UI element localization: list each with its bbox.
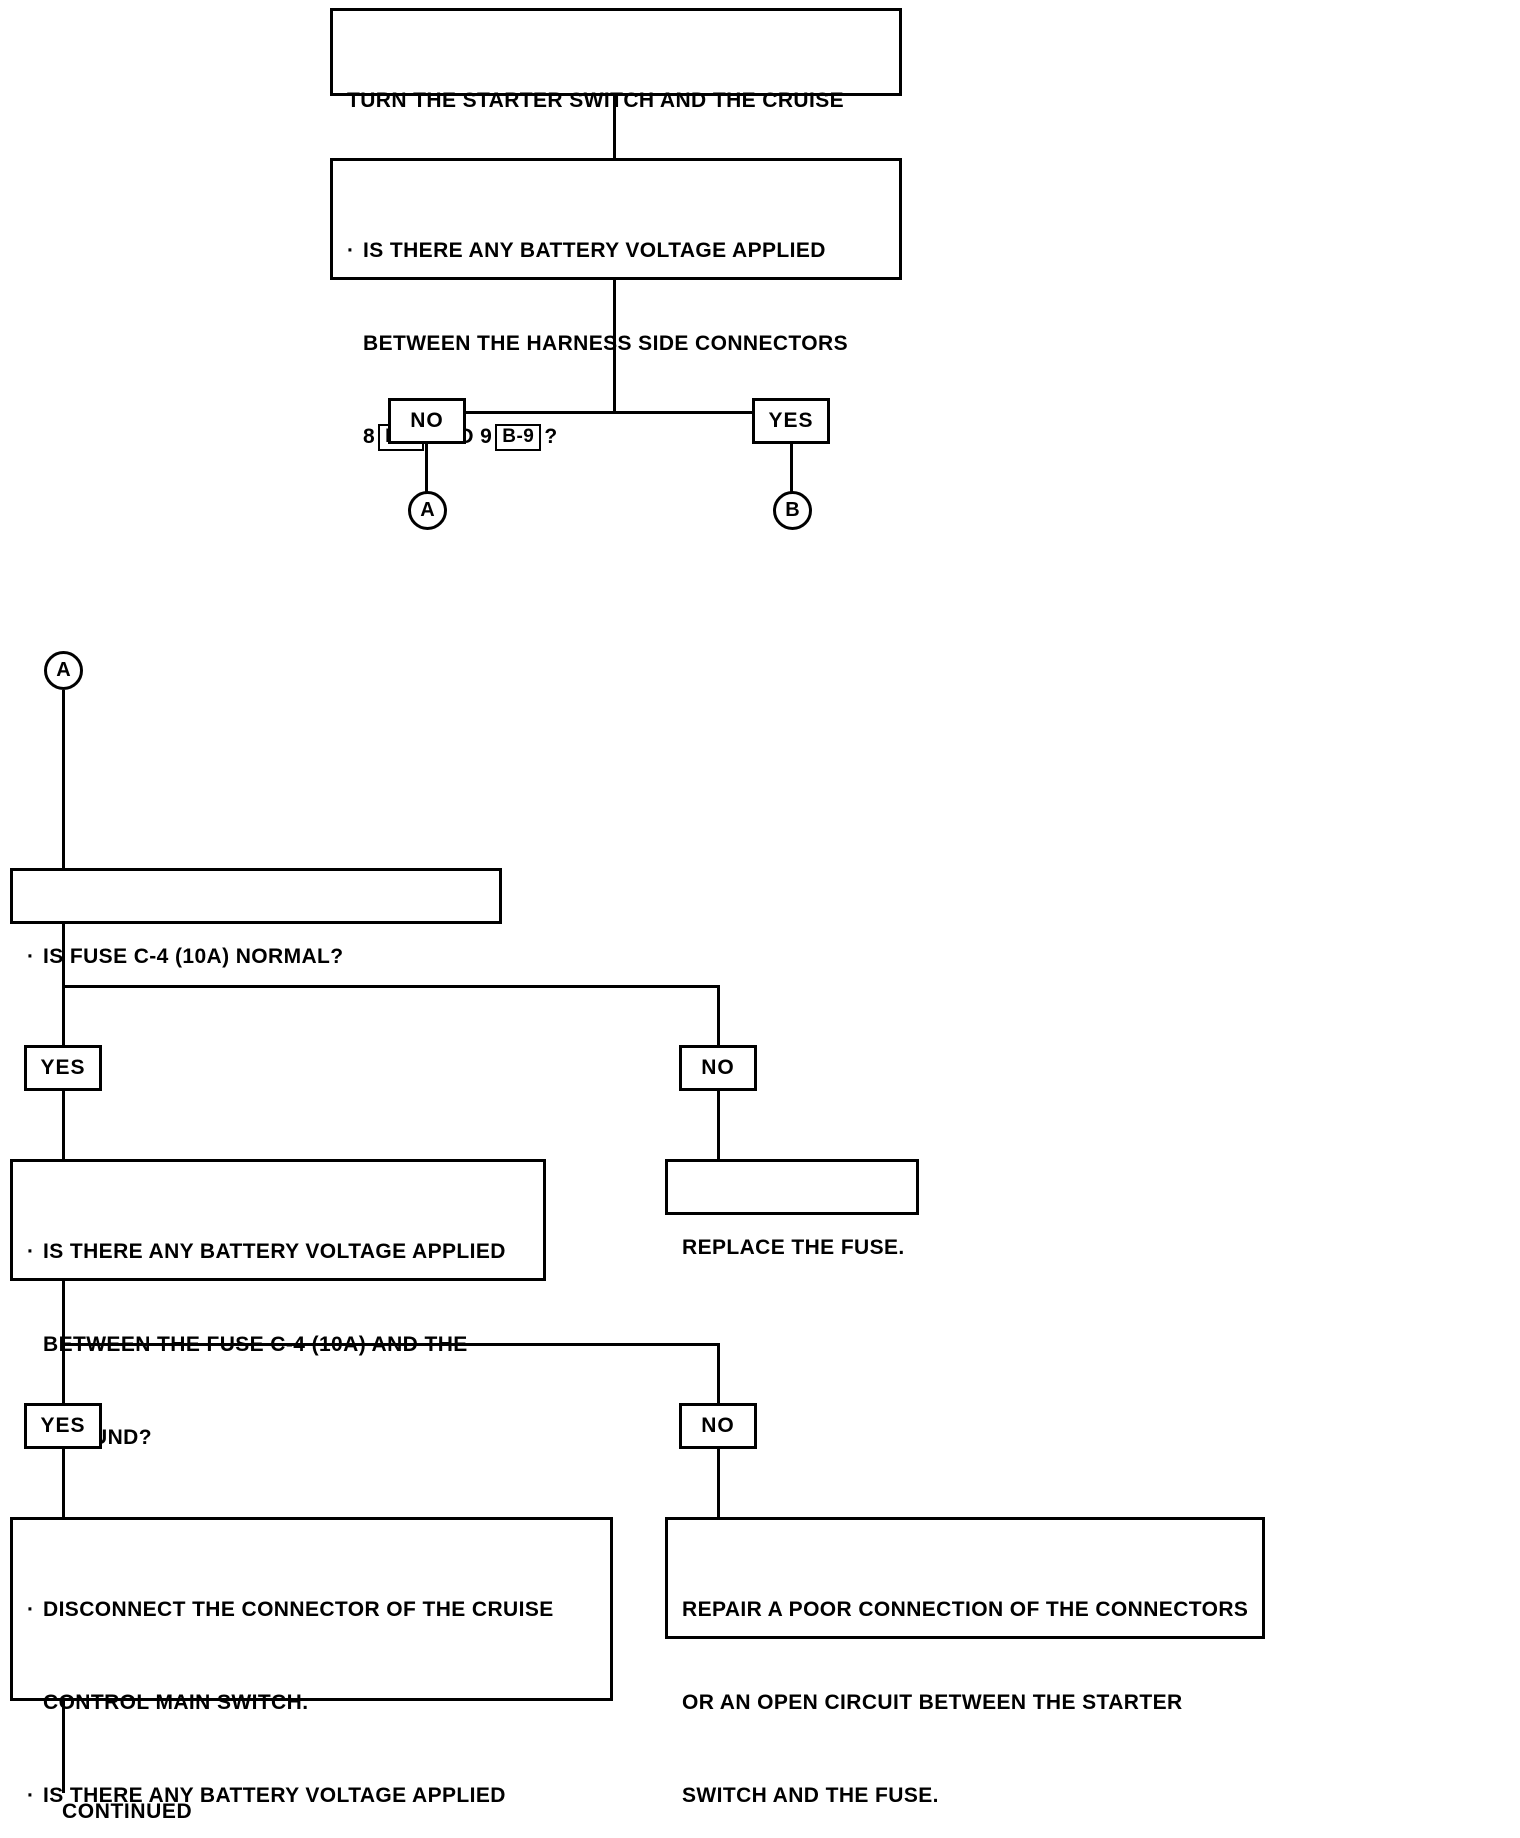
branch2-left-drop [62,1343,65,1403]
connector-step2-down [613,280,616,413]
action-repair-line3: SWITCH AND THE FUSE. [682,1784,939,1807]
step2-line2: BETWEEN THE HARNESS SIDE CONNECTORS [363,332,848,355]
action-repair-line2: OR AN OPEN CIRCUIT BETWEEN THE STARTER [682,1691,1183,1714]
bullet-glyph: · [347,239,355,262]
action-repair-connection-box: REPAIR A POOR CONNECTION OF THE CONNECTO… [665,1517,1265,1807]
connector-branch1-yes-down [62,1091,65,1159]
connector-yes-to-circle-b [790,444,793,492]
question-battery-voltage-harness-box: ·IS THERE ANY BATTERY VOLTAGE APPLIED BE… [330,158,902,451]
step2-line1: ·IS THERE ANY BATTERY VOLTAGE APPLIED [347,235,885,266]
bullet-glyph: · [27,1784,35,1807]
action-replace-fuse-box: REPLACE THE FUSE. [665,1159,919,1259]
continued-label: CONTINUED [62,1800,193,1823]
branch2-right-drop [717,1343,720,1403]
branch2-bar [62,1343,720,1346]
connector-circle-a-top[interactable]: A [408,491,447,530]
question-battery-voltage-fuse-box: ·IS THERE ANY BATTERY VOLTAGE APPLIED BE… [10,1159,546,1449]
branch1-label-no[interactable]: NO [679,1045,757,1091]
step5-line3: ·IS THERE ANY BATTERY VOLTAGE APPLIED [27,1780,596,1811]
step4-line1: ·IS THERE ANY BATTERY VOLTAGE APPLIED [27,1236,529,1267]
branch1-label-yes[interactable]: YES [24,1045,102,1091]
branch1-right-drop [717,985,720,1045]
branch-label-no[interactable]: NO [388,398,466,444]
connector-step5-to-continued [62,1701,65,1793]
bullet-glyph: · [27,1240,35,1263]
step-turn-switches-on-box: TURN THE STARTER SWITCH AND THE CRUISE C… [330,8,902,205]
branch1-bar [62,985,720,988]
bullet-glyph: · [27,945,35,968]
connector-circle-a-entry[interactable]: A [44,651,83,690]
bullet-glyph: · [27,1598,35,1621]
step5-line2: CONTROL MAIN SWITCH. [43,1691,309,1714]
branch2-label-no[interactable]: NO [679,1403,757,1449]
step3-line1: ·IS FUSE C-4 (10A) NORMAL? [27,941,485,972]
step1-line1: TURN THE STARTER SWITCH AND THE CRUISE [347,89,845,112]
connector-step4-down [62,1281,65,1345]
connector-circle-b-top[interactable]: B [773,491,812,530]
action-replace-fuse-text: REPLACE THE FUSE. [682,1236,905,1259]
connector-circle-a-to-fuse-question [62,690,65,868]
branch-label-yes[interactable]: YES [752,398,830,444]
instruction-disconnect-connector-box: ·DISCONNECT THE CONNECTOR OF THE CRUISE … [10,1517,613,1807]
step5-line1: ·DISCONNECT THE CONNECTOR OF THE CRUISE [27,1594,596,1625]
connector-branch2-no-down [717,1449,720,1517]
connector-branch2-yes-down [62,1449,65,1517]
connector-branch1-no-down [717,1091,720,1159]
branch-bar-top [425,411,793,414]
branch2-label-yes[interactable]: YES [24,1403,102,1449]
connector-fuse-question-down [62,924,65,988]
connector-code-b9-second: B-9 [495,424,542,451]
connector-step1-to-step2 [613,96,616,158]
branch1-left-drop [62,985,65,1045]
question-fuse-normal-box: ·IS FUSE C-4 (10A) NORMAL? [10,868,502,968]
action-repair-line1: REPAIR A POOR CONNECTION OF THE CONNECTO… [682,1598,1249,1621]
step4-line3: GROUND? [27,1422,529,1453]
connector-no-to-circle-a [425,444,428,492]
